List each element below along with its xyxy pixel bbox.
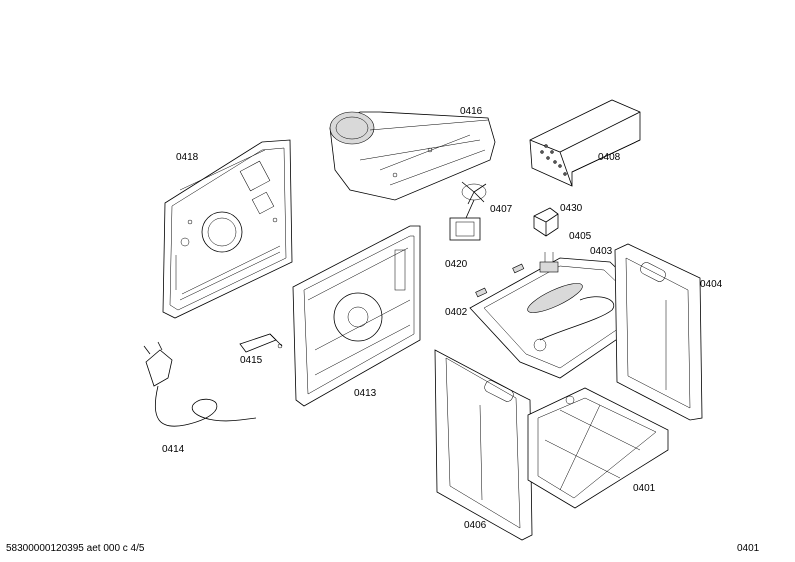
label-0401: 0401 bbox=[633, 483, 656, 494]
label-0418: 0418 bbox=[176, 152, 199, 163]
part-0404-side-panel bbox=[614, 243, 703, 421]
label-0416: 0416 bbox=[460, 106, 483, 117]
part-0430-small-cover bbox=[533, 207, 559, 237]
label-0405: 0405 bbox=[569, 231, 592, 242]
label-0420: 0420 bbox=[445, 259, 468, 270]
part-0420-rods bbox=[475, 263, 525, 298]
label-0415: 0415 bbox=[240, 355, 263, 366]
label-0404: 0404 bbox=[700, 279, 723, 290]
label-0408: 0408 bbox=[598, 152, 621, 163]
label-0403: 0403 bbox=[590, 246, 613, 257]
label-0402: 0402 bbox=[445, 307, 468, 318]
page-reference: 0401 bbox=[737, 543, 760, 554]
part-0413-back-wall bbox=[292, 225, 421, 407]
part-0414-power-cable bbox=[143, 341, 257, 427]
label-0414: 0414 bbox=[162, 444, 185, 455]
part-0408-top-bracket bbox=[529, 99, 641, 187]
part-0406-side-panel bbox=[434, 349, 533, 541]
label-0413: 0413 bbox=[354, 388, 377, 399]
part-0407-fan-motor bbox=[449, 181, 487, 241]
part-0418-rear-panel bbox=[162, 139, 293, 319]
label-0406: 0406 bbox=[464, 520, 487, 531]
document-code: 58300000120395 aet 000 c 4/5 bbox=[6, 543, 145, 554]
part-0401-bottom-frame bbox=[527, 387, 669, 509]
part-0415-switch bbox=[239, 333, 283, 353]
label-0407: 0407 bbox=[490, 204, 513, 215]
label-0430: 0430 bbox=[560, 203, 583, 214]
part-0416-fan-duct bbox=[329, 111, 496, 201]
